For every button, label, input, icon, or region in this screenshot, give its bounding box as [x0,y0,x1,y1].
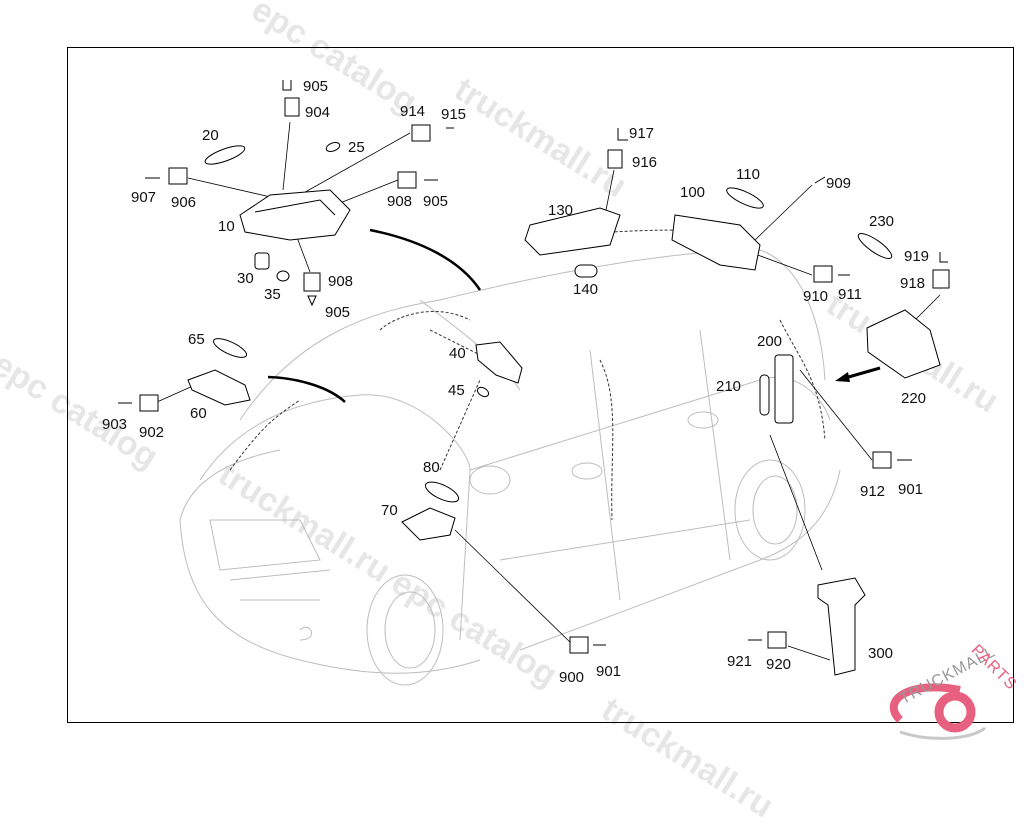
truckmall-logo [889,683,986,740]
curve-arrow-icon [267,375,346,403]
connector-part [284,97,300,117]
part-label-30[interactable]: 30 [237,270,254,287]
part-label-906[interactable]: 906 [171,194,197,211]
connector-part [139,394,159,412]
vehicle-outline [179,249,841,686]
part-label-908[interactable]: 908 [328,273,354,290]
part-label-25[interactable]: 25 [348,139,365,156]
part-label-901[interactable]: 901 [898,481,924,498]
connector-part [607,149,623,169]
overhead-console-part [239,189,351,241]
connector-part [411,124,431,142]
diagram-frame [67,47,1014,723]
connector-part [872,451,892,469]
part-label-903[interactable]: 903 [102,416,128,433]
vanity-lamp-part [187,369,251,406]
bulb-part [759,374,770,416]
part-label-110[interactable]: 110 [736,166,760,183]
part-label-908[interactable]: 908 [387,193,413,210]
connector-part [168,167,188,185]
bulb-part [476,386,490,398]
part-label-65[interactable]: 65 [188,331,205,348]
part-label-200[interactable]: 200 [757,333,783,350]
part-label-10[interactable]: 10 [218,218,235,235]
cargo-lamp-part [866,309,941,379]
part-label-914[interactable]: 914 [400,103,426,120]
diagram-drawing [118,80,986,740]
part-label-140[interactable]: 140 [573,281,599,298]
connector-part [303,272,321,292]
reading-lamp-part [524,207,621,256]
part-label-210[interactable]: 210 [716,378,742,395]
bulb-part [424,481,460,503]
part-label-905[interactable]: 905 [303,78,329,95]
part-label-905[interactable]: 905 [423,193,449,210]
bulb-part [726,187,764,209]
door-lamp-part [774,354,794,424]
connector-part [397,171,417,189]
part-label-919[interactable]: 919 [904,248,930,265]
bulb-part [325,142,341,152]
part-label-917[interactable]: 917 [629,125,655,142]
part-label-60[interactable]: 60 [190,405,207,422]
switch-part [254,252,270,270]
arrow-head-icon [835,372,850,382]
part-label-904[interactable]: 904 [305,104,331,121]
part-label-45[interactable]: 45 [448,382,465,399]
courtesy-lamp-part [475,341,523,384]
bulb-part [276,270,290,282]
part-label-70[interactable]: 70 [381,502,398,519]
part-label-921[interactable]: 921 [727,653,753,670]
arrow-icon [844,366,881,380]
connector-part [569,636,589,654]
part-label-130[interactable]: 130 [548,202,574,219]
footwell-lamp-part [401,507,456,541]
connector-part [813,265,833,283]
logo-swoosh-icon [889,683,961,723]
part-label-916[interactable]: 916 [632,154,658,171]
part-label-900[interactable]: 900 [559,669,585,686]
dome-lamp-part [671,214,761,271]
part-label-918[interactable]: 918 [900,275,926,292]
part-label-907[interactable]: 907 [131,189,157,206]
part-label-901[interactable]: 901 [596,663,622,680]
socket-part [817,577,866,676]
connector-part [932,269,950,289]
logo-gear-icon [934,691,976,733]
leader-lines [156,121,941,661]
part-label-220[interactable]: 220 [901,390,927,407]
bulb-part [212,338,248,358]
part-label-100[interactable]: 100 [680,184,706,201]
part-label-20[interactable]: 20 [202,127,219,144]
part-label-230[interactable]: 230 [869,213,895,230]
part-label-902[interactable]: 902 [139,424,165,441]
part-label-905[interactable]: 905 [325,304,351,321]
parts [118,80,950,676]
curve-arrow-icon [369,228,482,291]
part-label-40[interactable]: 40 [449,345,466,362]
part-label-909[interactable]: 909 [826,175,852,192]
part-label-920[interactable]: 920 [766,656,792,673]
logo-underline-icon [899,726,986,740]
part-label-300[interactable]: 300 [868,645,894,662]
part-label-35[interactable]: 35 [264,286,281,303]
bulb-part [574,264,598,278]
bulb-part [204,145,246,165]
bulb-part [857,233,893,259]
part-label-910[interactable]: 910 [803,288,829,305]
part-label-915[interactable]: 915 [441,106,467,123]
part-label-912[interactable]: 912 [860,483,886,500]
connector-part [767,631,787,649]
part-label-911[interactable]: 911 [838,286,862,303]
part-label-80[interactable]: 80 [423,459,440,476]
